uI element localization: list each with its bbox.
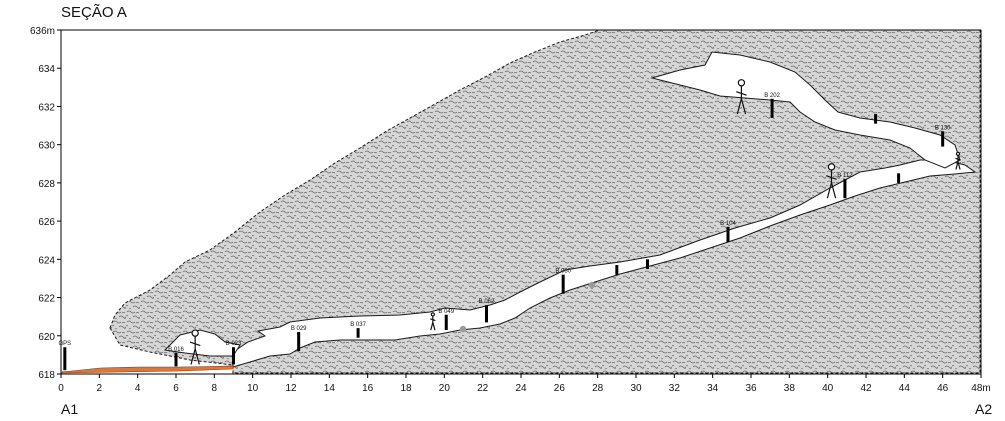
y-axis-ticks: 618 620 622 624 626 628 630 632 634 636m [30,26,61,381]
station-marker [174,352,178,367]
station-marker [646,259,649,269]
x-tick-label: 8 [212,383,218,394]
x-tick-label: 42 [860,383,872,394]
y-tick-label: 624 [38,255,55,266]
section-title: SEÇÃO A [61,4,127,21]
x-tick-label: 46 [937,383,949,394]
station-label: B 037 [350,322,366,328]
human-figure [826,163,837,199]
station-marker [297,331,301,352]
station-marker [726,226,730,243]
station-label: B 112 [837,173,853,179]
x-tick-label: 40 [822,383,834,394]
station-marker [232,347,235,365]
station-marker [444,314,448,331]
boulder [459,325,467,333]
x-tick-label: 16 [362,383,374,394]
y-tick-label: 636m [30,26,55,37]
station-marker [63,347,67,371]
y-tick-label: 632 [38,102,55,113]
y-tick-label: 622 [38,294,55,305]
x-tick-label: 36 [745,383,757,394]
x-tick-label: 20 [439,383,451,394]
x-tick-label: 6 [173,383,179,394]
floor-sediment [61,365,234,374]
x-tick-label: 2 [97,383,103,394]
x-tick-label: 12 [285,383,297,394]
cave-alcove-entrance [163,329,241,357]
x-tick-label: 26 [554,383,566,394]
x-tick-label: 38 [784,383,796,394]
station-label: B 029 [291,326,307,332]
y-tick-label: 620 [38,332,55,343]
station-marker [897,173,901,183]
x-tick-label: 18 [400,383,412,394]
survey-stations: GPS B 016 B 023 B 029 B 037 B 049 B 062 B 080 B … [58,93,951,371]
x-tick-label: 28 [592,383,604,394]
boulder [588,281,596,289]
x-tick-label: 34 [707,383,719,394]
endpoint-end-label: A2 [975,401,992,417]
x-tick-label: 4 [135,383,141,394]
rock-mass [109,29,981,374]
station-label: B 202 [764,93,780,99]
x-tick-label: 32 [669,383,681,394]
scale-figures [189,79,961,365]
x-tick-label: 30 [630,383,642,394]
station-label: B 104 [720,221,736,227]
x-tick-label: 10 [247,383,259,394]
y-tick-label: 626 [38,217,55,228]
human-figure [189,329,201,365]
x-tick-label: 24 [515,383,527,394]
human-figure [736,79,747,115]
cave-passage-lower [61,159,977,373]
endpoint-start-label: A1 [61,401,78,417]
station-marker [874,114,878,124]
station-marker [843,179,847,199]
station-label: B 023 [226,341,242,347]
station-label: B 062 [479,299,495,305]
y-tick-label: 630 [38,141,55,152]
station-label: B 049 [438,309,454,315]
x-tick-label: 14 [324,383,336,394]
y-tick-label: 628 [38,179,55,190]
station-label: B 016 [168,347,184,353]
station-marker [356,328,360,338]
x-tick-label: 48m [971,383,990,394]
station-marker [615,265,619,275]
station-label: GPS [58,341,71,347]
y-tick-label: 618 [38,370,55,381]
x-tick-label: 22 [477,383,489,394]
station-marker [770,98,774,118]
station-marker [485,305,488,323]
human-figure [955,151,961,170]
x-tick-label: 44 [899,383,911,394]
station-label: B 130 [935,125,951,131]
x-tick-label: 0 [58,383,64,394]
station-label: B 080 [555,269,571,275]
human-figure [430,312,436,331]
station-marker [941,131,945,147]
y-tick-label: 634 [38,64,55,75]
station-marker [561,274,565,294]
